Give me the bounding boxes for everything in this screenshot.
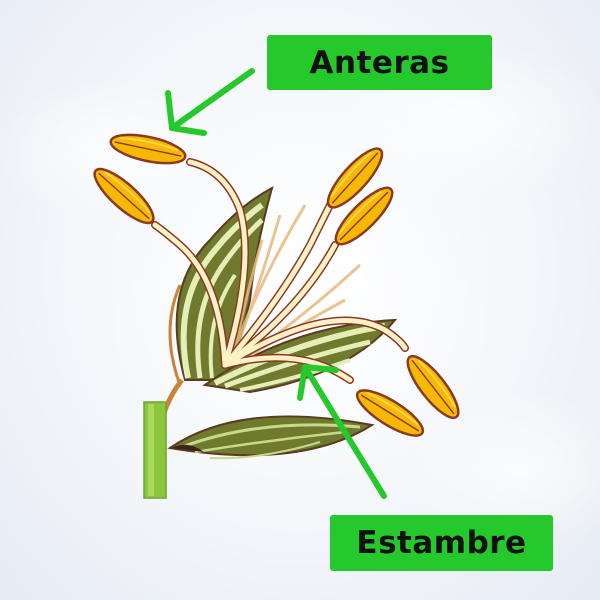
arrow-anteras — [165, 68, 255, 136]
filaments — [151, 158, 409, 384]
arrow-estambre — [297, 364, 387, 499]
label-estambre-text: Estambre — [356, 525, 527, 561]
lower-bract — [167, 415, 375, 460]
label-estambre: Estambre — [330, 515, 553, 571]
label-anteras: Anteras — [267, 35, 492, 90]
label-anteras-text: Anteras — [309, 44, 450, 81]
